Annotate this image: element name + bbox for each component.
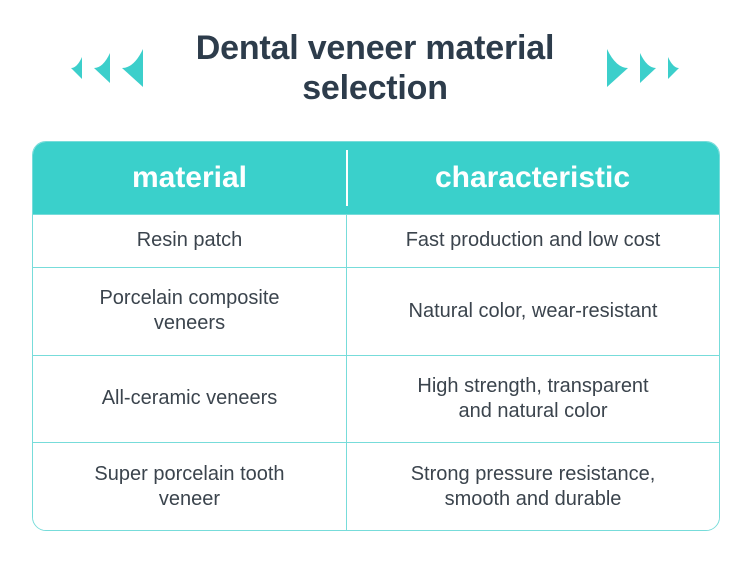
chevron-right-icon-medium	[640, 53, 656, 83]
cell-material: Resin patch	[33, 214, 346, 267]
chevron-left-icon-large	[122, 49, 143, 87]
cell-material: Super porcelain tooth veneer	[33, 442, 346, 530]
table-body: Resin patch Fast production and low cost…	[33, 214, 719, 530]
cell-characteristic: Natural color, wear-resistant	[346, 266, 719, 355]
chevron-left-icon-small	[71, 57, 82, 79]
table-header: material characteristic	[33, 142, 719, 214]
cell-material: Porcelain composite veneers	[33, 266, 346, 355]
table-row: Porcelain composite veneers Natural colo…	[33, 266, 719, 355]
title-band: Dental veneer material selection	[0, 22, 750, 114]
cell-characteristic: Strong pressure resistance, smooth and d…	[346, 442, 719, 530]
table-row: Resin patch Fast production and low cost	[33, 214, 719, 267]
chevron-left-icon-medium	[94, 53, 110, 83]
page-title: Dental veneer material selection	[195, 29, 555, 107]
table-row: Super porcelain tooth veneer Strong pres…	[33, 442, 719, 530]
cell-material: All-ceramic veneers	[33, 354, 346, 443]
right-arrow-decoration	[607, 49, 689, 87]
table-row: All-ceramic veneers High strength, trans…	[33, 354, 719, 443]
cell-characteristic: Fast production and low cost	[346, 214, 719, 267]
chevron-right-icon-large	[607, 49, 628, 87]
column-header-material: material	[33, 142, 346, 214]
chevron-right-icon-small	[668, 57, 679, 79]
left-arrow-decoration	[61, 49, 143, 87]
cell-characteristic: High strength, transparent and natural c…	[346, 354, 719, 443]
column-header-characteristic: characteristic	[346, 142, 719, 214]
table-header-row: material characteristic	[33, 142, 719, 214]
material-table: material characteristic Resin patch Fast…	[32, 141, 720, 531]
material-table-container: material characteristic Resin patch Fast…	[32, 141, 720, 531]
